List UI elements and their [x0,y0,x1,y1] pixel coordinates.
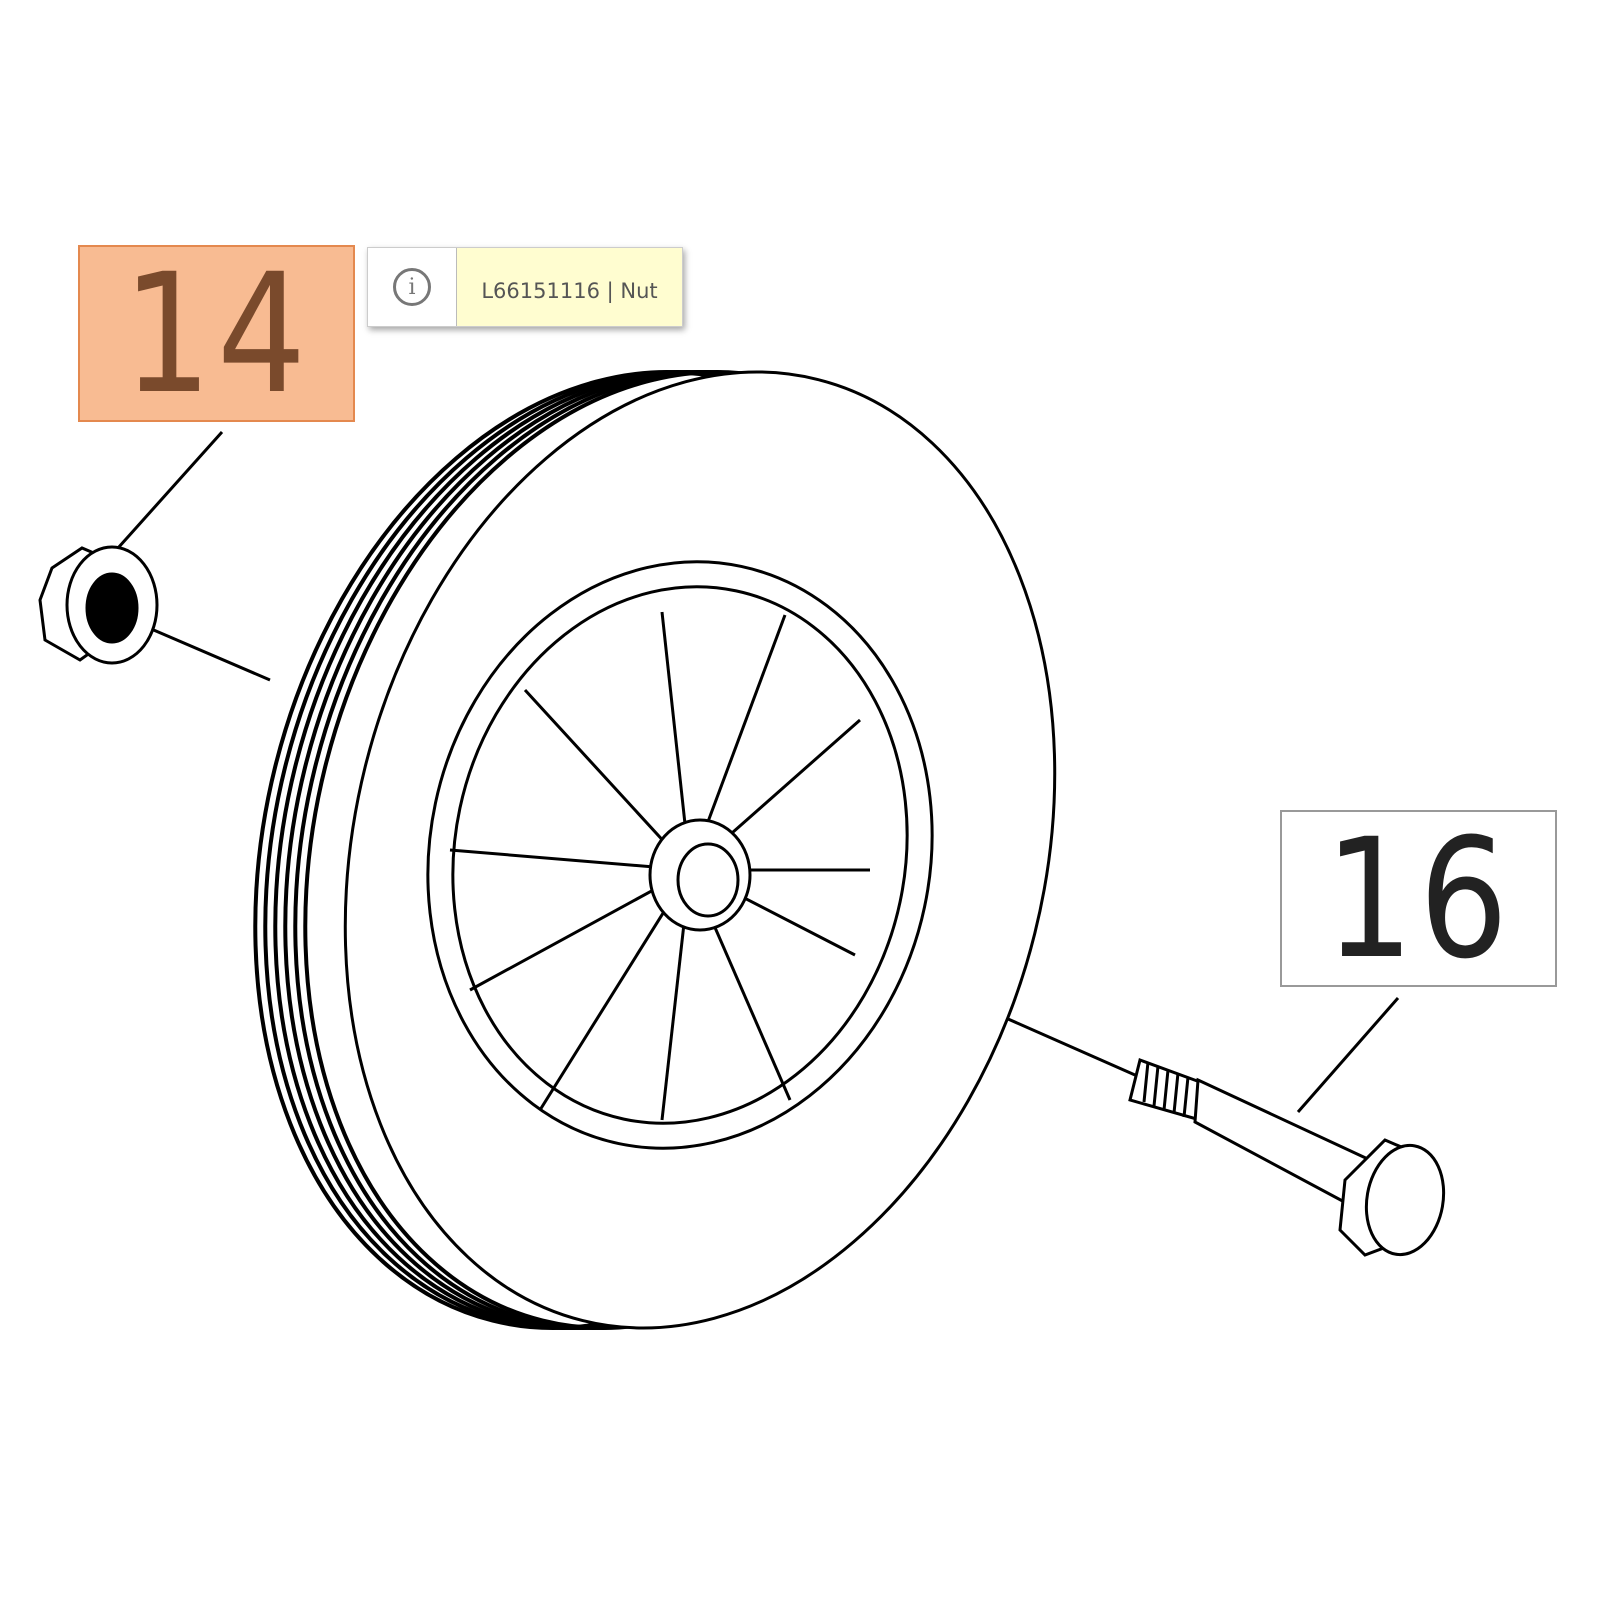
rim-outer [426,560,934,1150]
tooltip-icon-area: i [368,248,457,326]
axis-line [134,620,271,682]
tooltip-text: L66151116 | Nut [457,248,682,326]
nut-part [38,545,159,665]
callout-number: 14 [122,237,311,430]
rim-inner [451,585,909,1125]
leader-line-16 [1296,997,1400,1113]
bolt-part [1128,1058,1446,1257]
callout-number: 16 [1324,802,1513,995]
info-icon: i [393,268,431,306]
callout-14[interactable]: 14 [78,238,355,430]
leader-line-14 [116,430,224,550]
hub-bore [676,842,740,918]
callout-16[interactable]: 16 [1280,803,1557,995]
part-tooltip: i L66151116 | Nut [367,247,683,327]
